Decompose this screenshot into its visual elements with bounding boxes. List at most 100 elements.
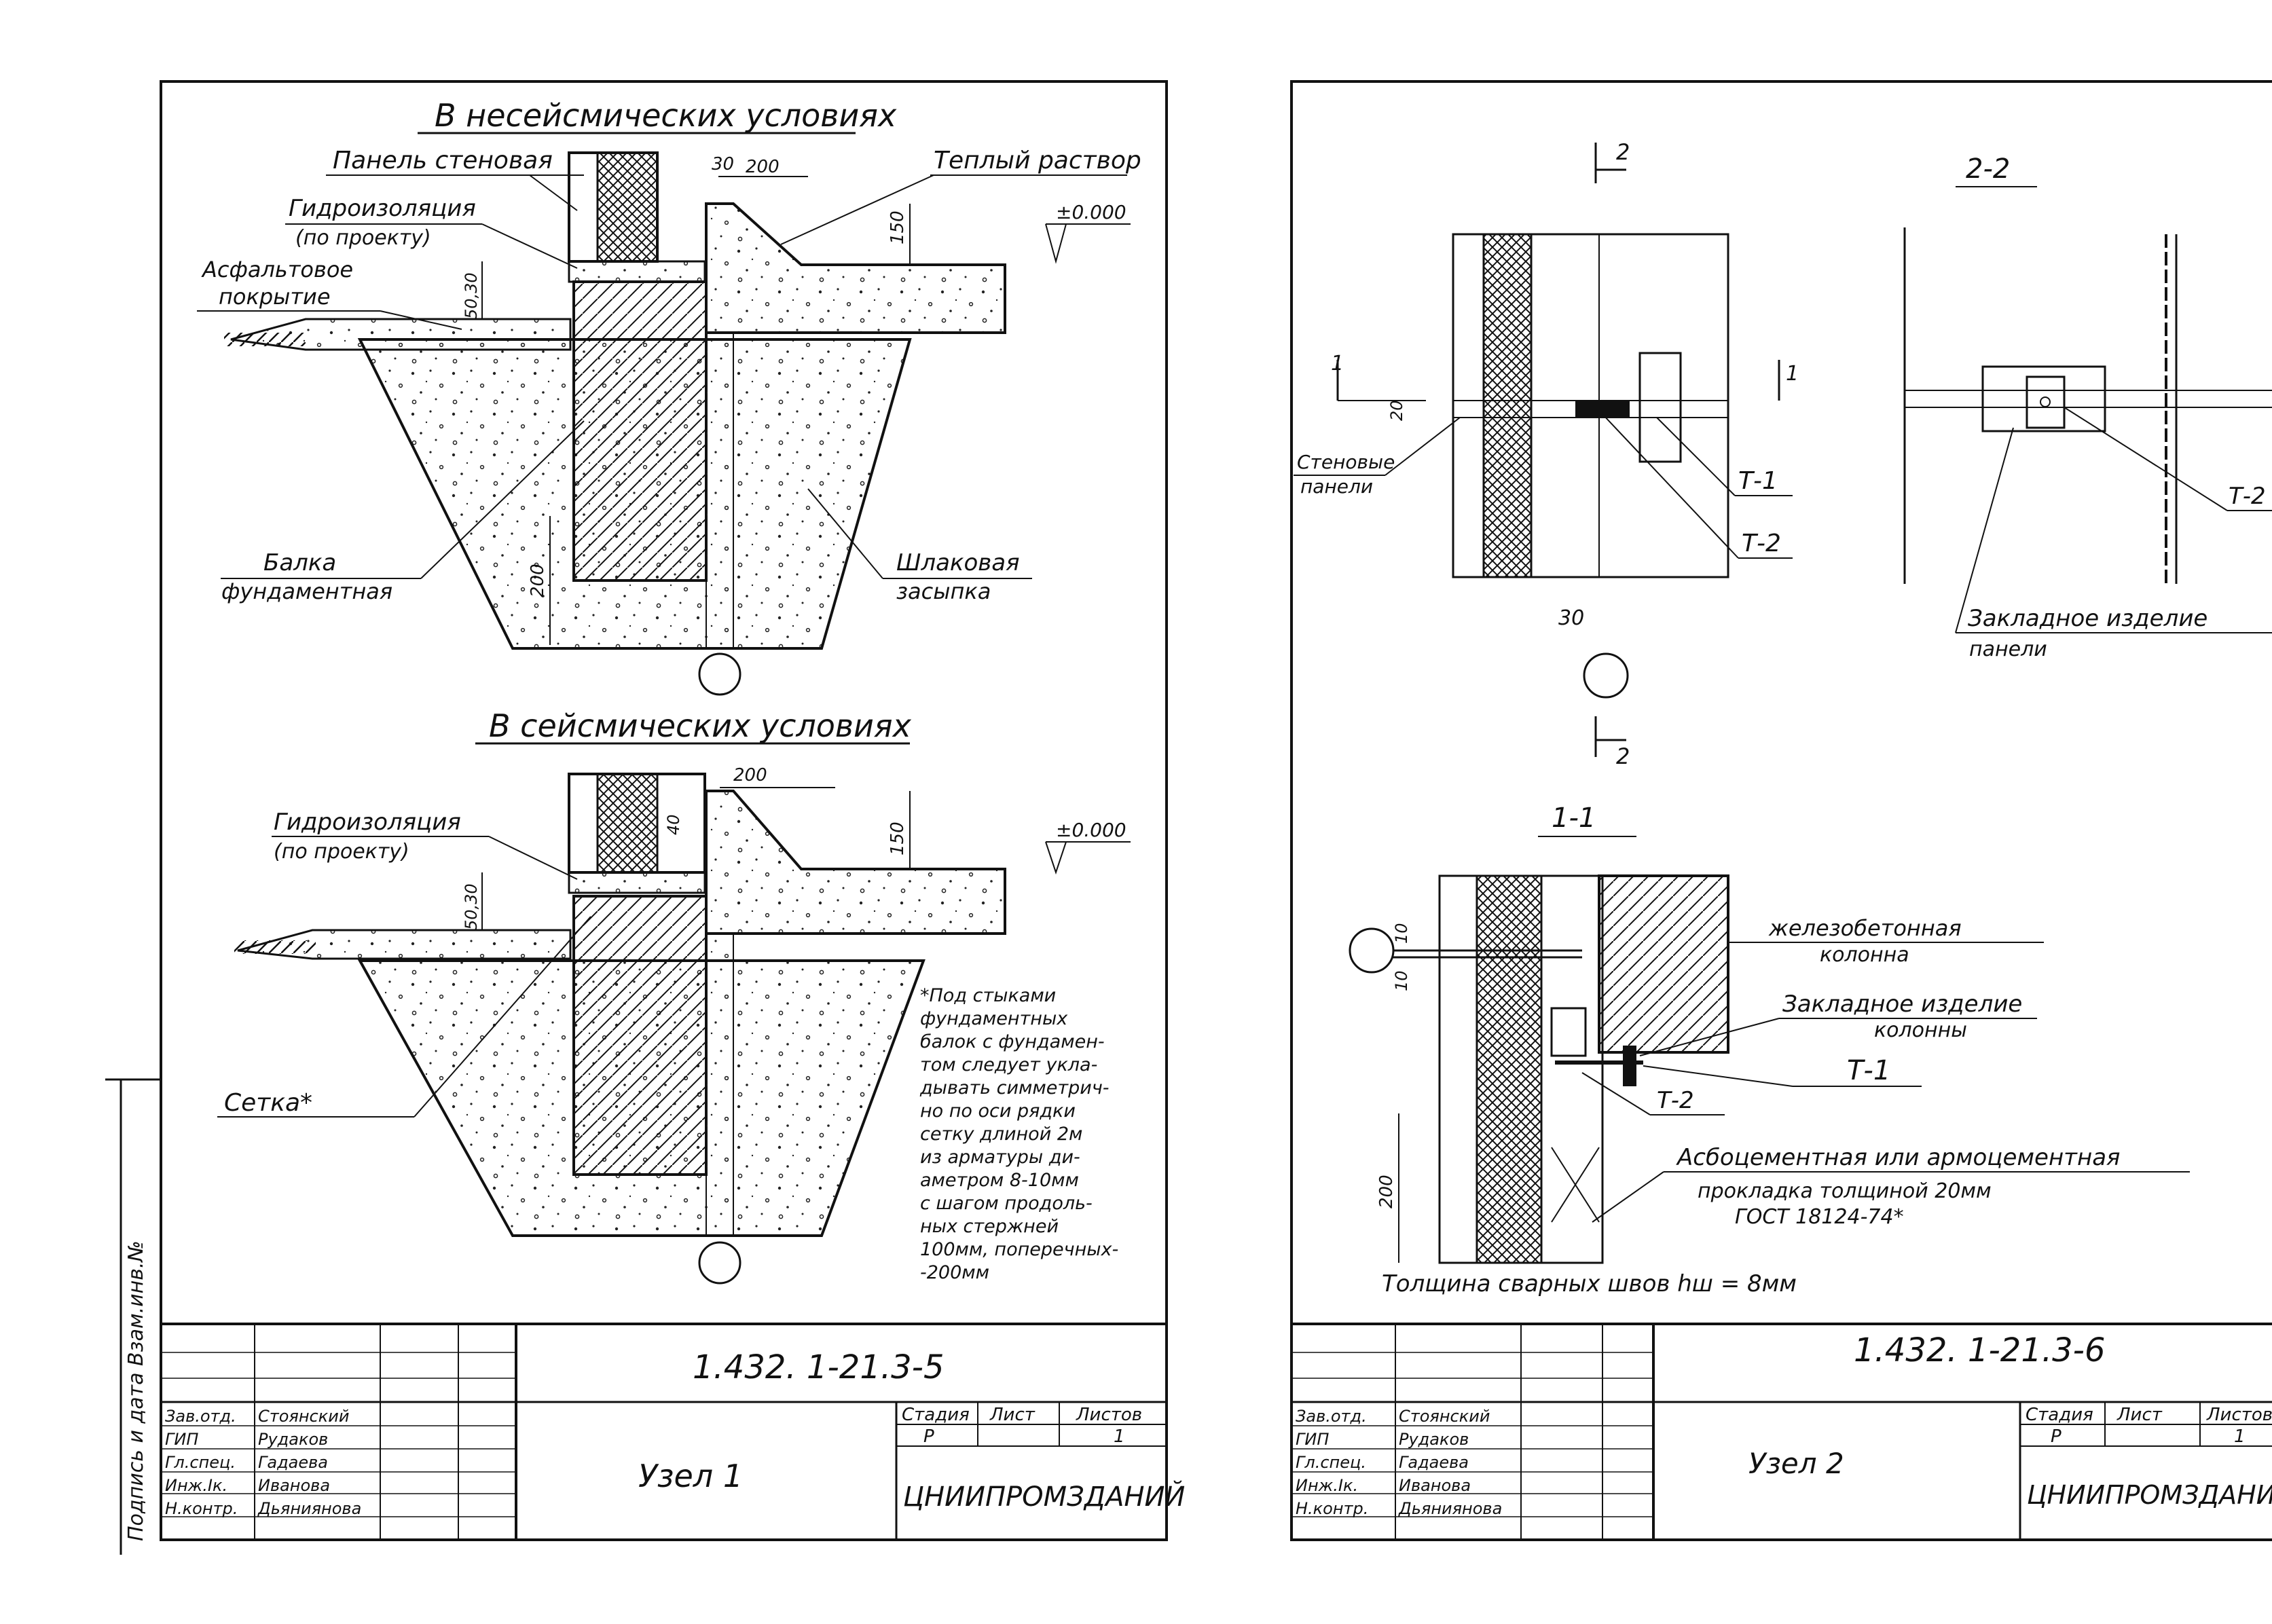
label-gasket-2: прокладка толщиной 20мм: [1698, 1179, 1992, 1203]
ground-hatch-1: [224, 333, 306, 346]
org-1: ЦНИИПРОМЗДАНИЙ: [903, 1480, 1185, 1513]
waterproofing-layer-2: [568, 871, 706, 894]
label-gasket-3: ГОСТ 18124-74*: [1735, 1205, 1904, 1229]
signature-name: Стоянский: [1399, 1407, 1490, 1426]
waterproofing-layer-1: [568, 260, 706, 283]
footnote-line: ных стержней: [920, 1216, 1059, 1237]
asphalt-1: [230, 318, 572, 351]
dim-10-a: 10: [1392, 923, 1411, 944]
footnote-line: из арматуры ди-: [920, 1147, 1080, 1168]
axis-circle-3: [1583, 652, 1629, 699]
signature-name: Дьяниянова: [1398, 1499, 1502, 1518]
signature-name: Рудаков: [1399, 1430, 1469, 1449]
signature-role: Инж.Iк.: [1296, 1476, 1358, 1495]
label-stem-1: Стеновые: [1297, 451, 1395, 473]
label-waterproofing-note: (по проекту): [295, 226, 431, 250]
label-mesh: Сетка*: [224, 1089, 312, 1117]
label-waterproofing-2: Гидроизоляция: [274, 809, 461, 836]
footnote-line: сетку длиной 2м: [920, 1124, 1082, 1145]
level-1: ±0.000: [1056, 201, 1126, 223]
level-mark-2: [1045, 841, 1067, 875]
label-embed-1: Закладное изделие: [1968, 605, 2207, 632]
label-waterproofing: Гидроизоляция: [289, 195, 476, 222]
label-stem-2: панели: [1300, 475, 1373, 498]
label-t1: Т-1: [1738, 467, 1778, 495]
section-2-bottom: 2: [1616, 743, 1630, 769]
signature-name: Стоянский: [258, 1407, 349, 1426]
panel-insulation-2: [596, 773, 659, 874]
sheet-1: Подпись и дата Взам.инв.№ В несейсмическ…: [105, 80, 1185, 1555]
signature-name: Дьяниянова: [257, 1499, 361, 1518]
label-rc-2: колонна: [1820, 943, 1909, 967]
signature-role: Гл.спец.: [1296, 1453, 1366, 1472]
signature-role: ГИП: [1296, 1430, 1329, 1449]
sheets-header-2: Листов: [2206, 1405, 2272, 1425]
column-embed: [1623, 1046, 1636, 1086]
dim-20: 20: [1387, 400, 1406, 421]
panel-insulation-1: [596, 151, 659, 263]
dim-200b: 200: [733, 765, 767, 786]
asphalt-2: [237, 929, 572, 960]
signature-role: Зав.отд.: [165, 1407, 236, 1426]
sheet-2-frame: [1290, 80, 2272, 1541]
signature-name: Иванова: [1399, 1476, 1471, 1495]
footnote-line: 100мм, поперечных-: [920, 1239, 1118, 1260]
label-rc-1: железобетонная: [1768, 915, 1962, 941]
column-foot-1: [706, 332, 734, 649]
section-insulation: [1476, 874, 1543, 1264]
stage-header-1: Стадия: [902, 1405, 970, 1425]
foundation-beam-2: [572, 895, 708, 1176]
label-slag-2: засыпка: [896, 578, 991, 604]
signature-name: Гадаева: [1399, 1453, 1469, 1472]
section-1-1-title: 1-1: [1552, 802, 1596, 834]
label-slag-1: Шлаковая: [896, 549, 1020, 576]
label-beam-1: Балка: [263, 549, 336, 576]
footnote-line: дывать симметрич-: [919, 1077, 1110, 1099]
floor-slab-2: [705, 790, 1006, 935]
signature-role: Н.контр.: [165, 1499, 238, 1518]
side-note: Подпись и дата Взам.инв.№: [124, 1240, 148, 1541]
label-embcol-2: колонны: [1874, 1018, 1967, 1042]
axis-circle-1: [698, 652, 741, 696]
stage-header-2: Стадия: [2026, 1405, 2093, 1425]
signature-role: Н.контр.: [1296, 1499, 1368, 1518]
label-warm-mortar: Теплый раствор: [934, 147, 1141, 174]
sheets-value-1: 1: [1114, 1426, 1125, 1447]
footnote-line: но по оси рядки: [920, 1101, 1076, 1122]
sheet-2-code: 1.432. 1-21.3-6: [1854, 1331, 2106, 1369]
dim-50-30: 50,30: [462, 272, 481, 319]
title-block-2: 1.432. 1-21.3-6 Узел 2 Стадия Лист Листо…: [1291, 1323, 2272, 1540]
title-block-1: 1.432. 1-21.3-5 Узел 1 Стадия Лист Листо…: [161, 1323, 1185, 1540]
foundation-beam-1: [572, 280, 708, 582]
label-asphalt-1: Асфальтовое: [201, 257, 353, 282]
label-t2: Т-2: [1742, 530, 1781, 557]
sheet-2-node: Узел 2: [1748, 1447, 1844, 1480]
label-t2-section: Т-2: [1657, 1087, 1694, 1114]
sheet-1-code: 1.432. 1-21.3-5: [693, 1348, 945, 1386]
signature-role: Зав.отд.: [1296, 1407, 1367, 1426]
label-beam-2: фундаментная: [221, 578, 392, 604]
footnote-line: фундаментных: [920, 1008, 1068, 1029]
embed-plate: [1638, 352, 1682, 463]
dim-30-s2: 30: [1558, 606, 1584, 630]
org-2: ЦНИИПРОМЗДАНИЙ: [2027, 1480, 2272, 1510]
panel-elevation: [1452, 233, 1729, 578]
label-panel: Панель стеновая: [333, 147, 553, 174]
sheet-header-1: Лист: [989, 1405, 1036, 1425]
level-mark-1: [1045, 223, 1067, 264]
column-foot-2: [706, 933, 734, 1236]
label-weld: Толщина сварных швов hш = 8мм: [1382, 1270, 1797, 1297]
rc-column: [1598, 874, 1729, 1054]
footnote-line: том следует укла-: [920, 1054, 1097, 1075]
label-t1-section: Т-1: [1847, 1055, 1890, 1086]
arrow-1-right: 1: [1786, 362, 1799, 386]
signature-role: Инж.Iк.: [165, 1476, 227, 1495]
level-2: ±0.000: [1056, 819, 1126, 841]
axis-circle-4: [1349, 927, 1395, 974]
label-embcol-1: Закладное изделие: [1782, 991, 2022, 1018]
section-2-2-title: 2-2: [1966, 153, 2010, 185]
signature-name: Гадаева: [258, 1453, 328, 1472]
sheet-header-2: Лист: [2117, 1405, 2163, 1425]
sheet-2: 2 1 1 20 Стеновые панели Т-1 Т-2 30 2 2-…: [1290, 80, 2272, 1541]
